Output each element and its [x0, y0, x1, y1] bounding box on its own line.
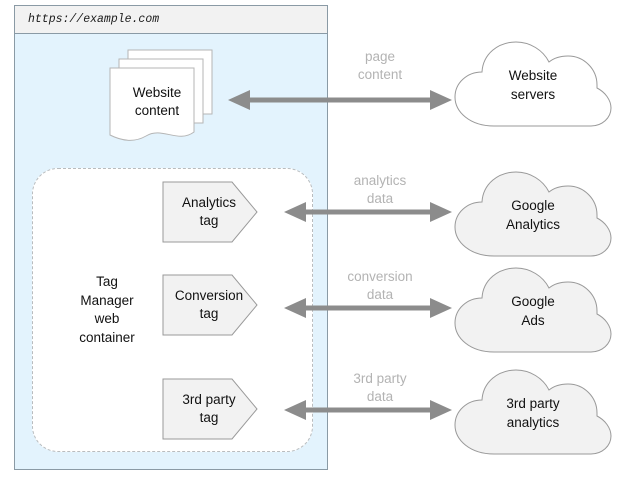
- analytics-data-label: analytics data: [353, 173, 407, 206]
- conversion-tag[interactable]: Conversion tag: [162, 274, 272, 336]
- browser-url-bar[interactable]: https://example.com: [15, 6, 327, 34]
- third-party-tag-label: 3rd party tag: [182, 392, 236, 425]
- tag-manager-container-label: Tag Manager web container: [79, 274, 135, 345]
- conversion-data-arrow: [284, 296, 452, 320]
- conversion-tag-label: Conversion tag: [174, 288, 244, 321]
- google-ads-cloud: Google Ads: [450, 264, 616, 356]
- page-content-arrow: [228, 88, 452, 112]
- third-party-analytics-cloud: 3rd party analytics: [450, 366, 616, 458]
- third-party-tag[interactable]: 3rd party tag: [162, 378, 272, 440]
- page-content-label: page content: [357, 49, 403, 82]
- url-text: https://example.com: [28, 13, 160, 26]
- third-party-analytics-cloud-label: 3rd party analytics: [506, 396, 560, 430]
- google-analytics-cloud-label: Google Analytics: [505, 198, 561, 232]
- analytics-data-arrow: [284, 200, 452, 224]
- analytics-tag-label: Analytics tag: [181, 195, 237, 228]
- website-content-label: Website content: [132, 85, 182, 118]
- website-servers-cloud-label: Website servers: [508, 68, 558, 102]
- google-analytics-cloud: Google Analytics: [450, 168, 616, 260]
- google-ads-cloud-label: Google Ads: [511, 294, 555, 328]
- conversion-data-label: conversion data: [347, 269, 413, 302]
- third-party-data-label: 3rd party data: [353, 371, 407, 404]
- analytics-tag[interactable]: Analytics tag: [162, 181, 272, 243]
- website-content-shape: Website content: [108, 48, 216, 148]
- website-servers-cloud: Website servers: [450, 38, 616, 130]
- third-party-data-arrow: [284, 398, 452, 422]
